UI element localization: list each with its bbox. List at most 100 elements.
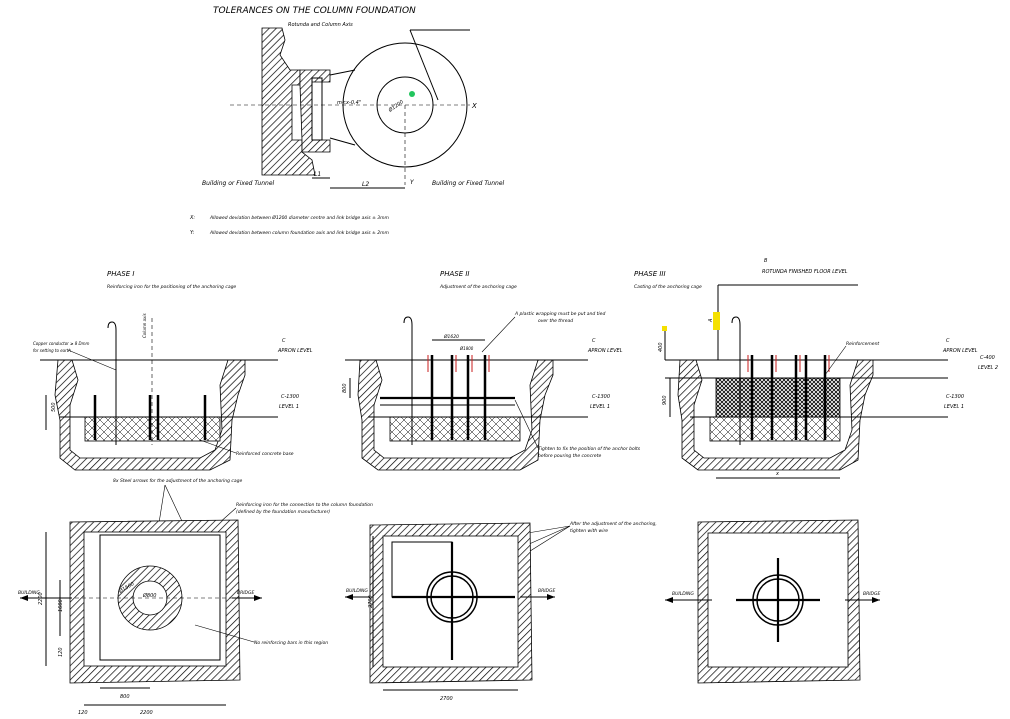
phase1-base: Reinforced concrete base (236, 451, 294, 457)
phase1-plan-inner (99, 534, 221, 661)
phase3-dim-a-highlight (713, 312, 720, 330)
left-building-label: Building or Fixed Tunnel (202, 180, 275, 187)
phase1-iron-label: Reinforcing iron for the connection to t… (236, 502, 373, 508)
phase1-concrete (84, 416, 221, 442)
tunnel-wall (299, 69, 331, 153)
phase2-tighten: Tighten to fix the position of the ancho… (538, 446, 641, 452)
joint-top (329, 69, 356, 76)
phase3-bridge: BRIDGE (863, 591, 880, 597)
phase1-building: BUILDING (18, 590, 40, 596)
phase3-level2: LEVEL 2 (978, 365, 998, 371)
phase2-dim-800: 800 (342, 383, 348, 393)
phase1-dim-1600: 1600 (58, 599, 64, 612)
phase3-building: BUILDING (672, 591, 694, 597)
ring-beam (311, 77, 323, 141)
phase1-section: PHASE I Reinforcing iron for the positio… (33, 270, 313, 471)
joint-bottom (329, 137, 356, 146)
phase1-copper-leader (67, 349, 117, 371)
phase3-concrete-upper (715, 377, 841, 419)
phase2-after: After the adjustment of the anchoring, (569, 521, 657, 527)
phase2-dim-top2: Ø1800 (459, 346, 474, 351)
phase1-base-leader (199, 439, 237, 454)
phase2-concrete (389, 416, 521, 442)
tighten-leader (514, 399, 539, 449)
x-axis-label: X (471, 102, 477, 110)
phase2-section: PHASE II Adjustment of the anchoring cag… (342, 270, 641, 471)
phase2-level-c: C (592, 338, 596, 344)
tolerances-title: TOLERANCES ON THE COLUMN FOUNDATION (213, 6, 416, 16)
dim-l1: L1 (314, 171, 321, 178)
phase2-dim-top: Ø1620 (443, 333, 459, 340)
phase1-dim-2200v: 2200 (38, 592, 44, 605)
dim-l2: L2 (362, 181, 369, 188)
phase1-hook (107, 321, 117, 331)
phase3-level1: LEVEL 1 (944, 404, 964, 410)
phase1-title: PHASE I (107, 270, 134, 278)
phase1-level1: LEVEL 1 (279, 404, 299, 410)
phase2-plastic: A plastic wrapping must be put and tied (514, 311, 605, 317)
phase1-arrows-label: 8x Steel arrows for the adjustment of th… (113, 478, 243, 484)
phase3-title: PHASE III (634, 270, 666, 278)
phase1-dim-2200: 2200 (140, 710, 153, 716)
phase3-dim-x: x (775, 471, 779, 477)
phase3-c1300: C-1300 (946, 394, 964, 400)
phase1-bridge: BRIDGE (237, 590, 254, 596)
phase2-plan: After the adjustment of the anchoring, t… (345, 521, 657, 702)
phase1-noreinf: No reinforcing bars in this region (254, 640, 328, 646)
phase2-building: BUILDING (346, 588, 368, 594)
reinf-leader (824, 345, 847, 376)
phase3-level-c: C (946, 338, 950, 344)
phase2-plastic2: over the thread (538, 318, 573, 324)
phase3-dim-a: A (708, 318, 714, 323)
phase2-bridge: BRIDGE (538, 588, 555, 594)
phase2-title: PHASE II (440, 270, 470, 278)
phase2-pit (357, 359, 554, 471)
phase1-dim-120: 120 (78, 710, 88, 716)
phase1-dim-120v: 120 (58, 647, 64, 657)
phase2-tighten2: before pouring the concrete (538, 453, 601, 459)
building-wall (261, 27, 316, 176)
phase1-dim-800c: Ø800 (142, 592, 156, 599)
phase2-level1: LEVEL 1 (590, 404, 610, 410)
dim-m: m<x-0,4" (337, 100, 361, 106)
phase3-rotunda: ROTUNDA FINISHED FLOOR LEVEL (762, 269, 848, 275)
note-y-key: Y: (190, 230, 195, 236)
phase3-dim-400: 400 (658, 342, 664, 352)
tolerances-subtitle: Rotunda and Column Axis (288, 22, 353, 28)
phase2-dim-2700: 2700 (440, 696, 453, 702)
phase1-iron-label2: (defined by the foundation manufacturer) (236, 509, 330, 515)
phase3-c400: C-400 (980, 355, 995, 361)
phase1-desc: Reinforcing iron for the positioning of … (107, 284, 236, 290)
tolerance-marker-icon (409, 91, 415, 97)
phase1-level-c: C (282, 338, 286, 344)
phase2-after2: tighten with wire (570, 528, 608, 534)
phase3-concrete-lower (709, 416, 841, 442)
note-y: Allowed deviation between column foundat… (209, 230, 389, 236)
phase1-column-label: Column axis (142, 313, 147, 338)
note-x-key: X: (189, 215, 195, 221)
phase1-c1300: C-1300 (281, 394, 299, 400)
phase1-dim-500: 500 (51, 402, 57, 412)
phase3-apron: APRON LEVEL (942, 348, 978, 354)
phase1-apron: APRON LEVEL (277, 348, 313, 354)
right-building-label: Building or Fixed Tunnel (432, 180, 505, 187)
phase3-level-b: B (764, 258, 768, 264)
phase1-copper: Copper conductor ≥ 8 Dmm (33, 341, 89, 346)
note-x: Allowed deviation between Ø1200 diameter… (209, 214, 390, 221)
phase3-hook (731, 316, 741, 326)
phase2-desc: Adjustment of the anchoring cage (439, 284, 517, 290)
dim-diameter: Ø1200 (386, 98, 404, 114)
phase3-section: PHASE III Casting of the anchoring cage … (634, 258, 998, 479)
phase2-c1300: C-1300 (592, 394, 610, 400)
phase1-copper2: for setting to earth (33, 348, 71, 353)
phase3-dim-900: 900 (662, 395, 668, 405)
phase2-dim-2700v: 2700 (368, 595, 374, 608)
phase2-hook (403, 316, 413, 326)
phase1-dim-800: 800 (120, 694, 130, 700)
y-axis-label: Y (410, 179, 415, 186)
plastic-leader (481, 316, 516, 353)
phase1-plan: 8x Steel arrows for the adjustment of th… (18, 478, 373, 716)
tolerances-section: TOLERANCES ON THE COLUMN FOUNDATION Rotu… (189, 6, 505, 236)
phase3-reinf: Reinforcement (846, 341, 879, 347)
